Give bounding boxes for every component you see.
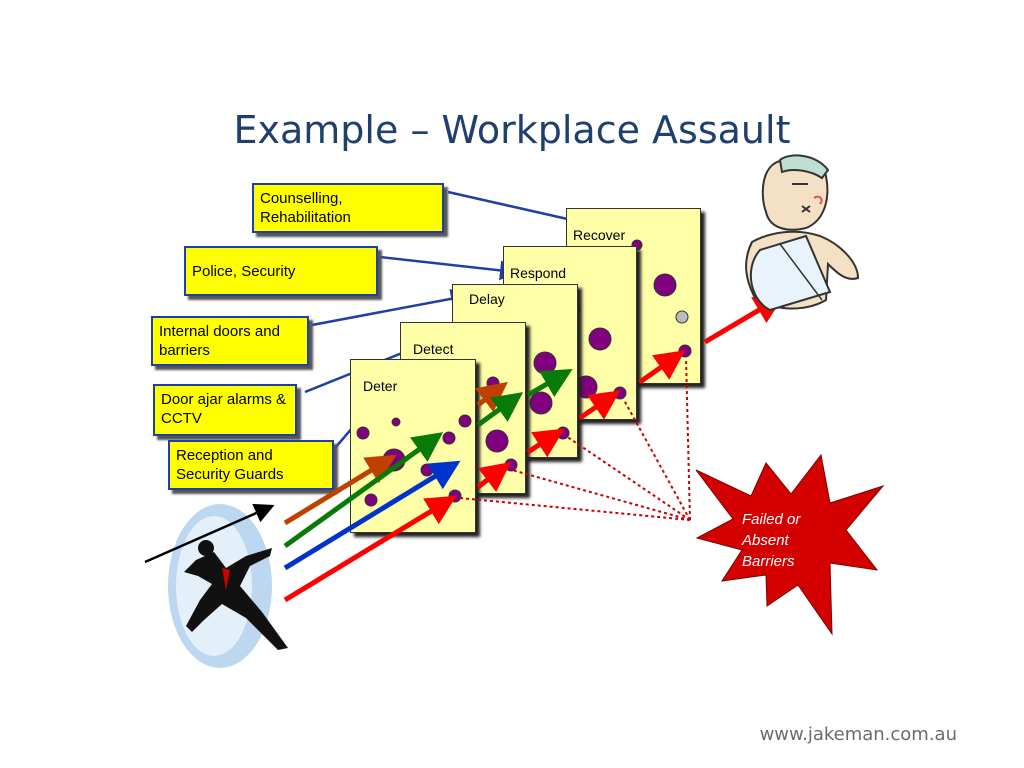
arrow-red-2 xyxy=(476,461,511,493)
label-internal-doors: Internal doors and barriers xyxy=(151,316,309,366)
label-counselling: Counselling, Rehabilitation xyxy=(252,183,444,233)
label-door-alarms: Door ajar alarms & CCTV xyxy=(153,384,297,436)
pointer-police xyxy=(379,255,520,281)
card-recover-holes xyxy=(631,239,692,358)
arrow-orange xyxy=(283,454,397,526)
label-reception: Reception and Security Guards xyxy=(168,440,334,490)
page-title: Example – Workplace Assault xyxy=(233,108,791,152)
arrow-red xyxy=(283,495,457,603)
pointer-internal-doors xyxy=(311,288,471,327)
card-recover-label: Recover xyxy=(573,227,626,243)
arrow-blue xyxy=(283,460,461,571)
arrow-green-2 xyxy=(476,392,524,428)
arrow-red-3 xyxy=(526,428,565,458)
arrow-green-3 xyxy=(526,368,573,398)
card-detect-label: Detect xyxy=(413,341,454,357)
arrow-green xyxy=(283,432,444,549)
attacker-figure xyxy=(144,503,288,668)
card-deter-label: Deter xyxy=(363,378,398,394)
failed-barriers-star xyxy=(695,453,885,636)
label-police: Police, Security xyxy=(184,246,378,296)
card-respond-label: Respond xyxy=(510,265,567,281)
failed-barrier-lines xyxy=(459,357,691,521)
victim-figure xyxy=(745,154,860,312)
card-delay-label: Delay xyxy=(469,291,505,307)
failed-barriers-label: Failed or Absent Barriers xyxy=(742,511,801,570)
arrow-red-4 xyxy=(578,390,621,421)
footer-url: www.jakeman.com.au xyxy=(759,724,957,745)
arrow-red-5 xyxy=(638,350,686,385)
arrow-orange-2 xyxy=(475,381,508,413)
